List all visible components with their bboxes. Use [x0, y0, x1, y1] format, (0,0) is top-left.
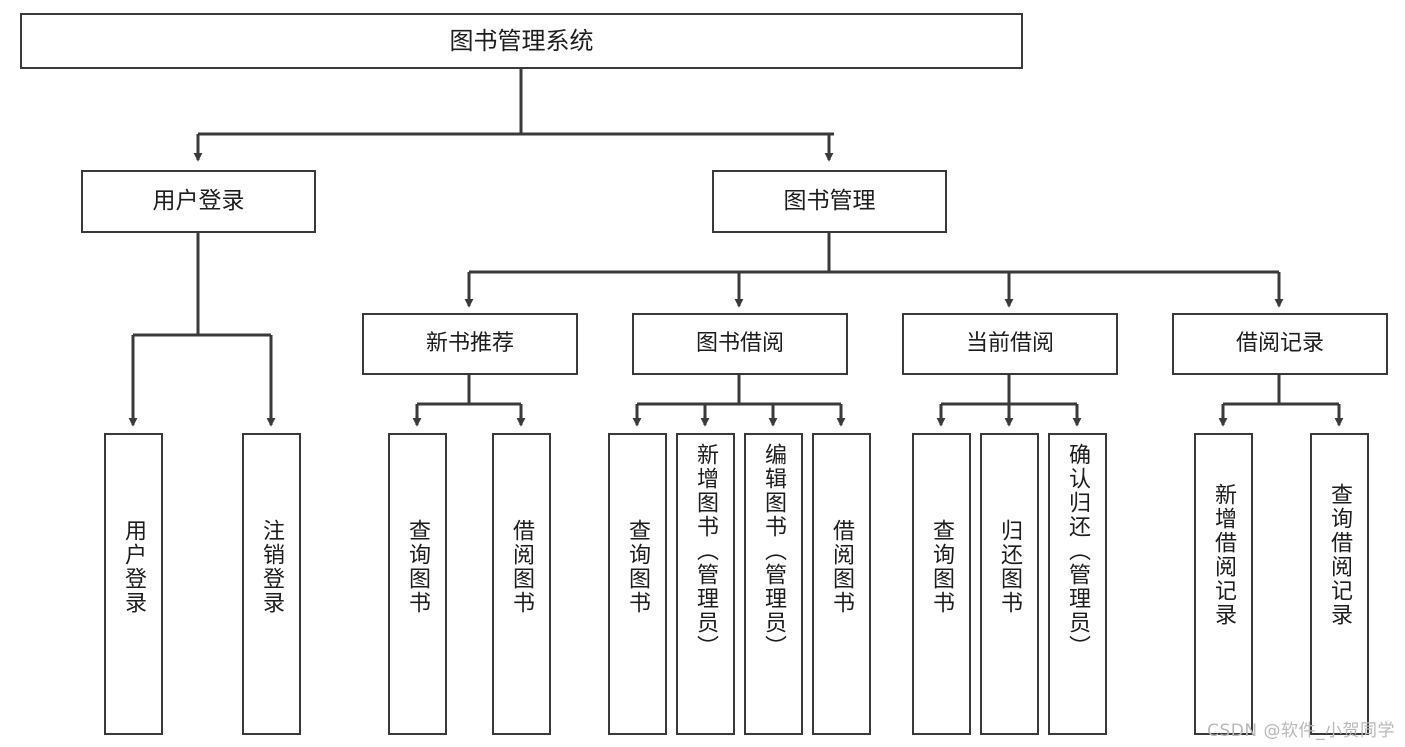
node-leaf-add-book-admin[interactable]: 新增图书（管理员）: [676, 433, 735, 735]
node-leaf-confirm-return-admin[interactable]: 确认归还（管理员）: [1048, 433, 1107, 735]
node-leaf-return-book-label: 归还图书: [997, 519, 1023, 615]
node-leaf-logout-login-label: 注销登录: [259, 519, 285, 615]
node-leaf-add-borrow-record[interactable]: 新增借阅记录: [1194, 433, 1253, 735]
node-leaf-query-book-borrow[interactable]: 查询图书: [608, 433, 667, 735]
node-current-borrow-label: 当前借阅: [965, 330, 1054, 356]
node-current-borrow[interactable]: 当前借阅: [902, 313, 1118, 375]
node-new-book-recommend[interactable]: 新书推荐: [362, 313, 578, 375]
node-book-management[interactable]: 图书管理: [712, 170, 947, 233]
node-root-label: 图书管理系统: [449, 26, 594, 55]
node-leaf-query-book-current-label: 查询图书: [929, 519, 955, 615]
csdn-watermark: CSDN @软件_小贺同学: [1207, 721, 1395, 741]
node-leaf-query-book-recommend[interactable]: 查询图书: [388, 433, 447, 735]
node-leaf-borrow-book[interactable]: 借阅图书: [812, 433, 871, 735]
node-leaf-add-book-admin-label: 新增图书（管理员）: [693, 443, 719, 659]
node-leaf-edit-book-admin[interactable]: 编辑图书（管理员）: [744, 433, 803, 735]
node-user-login[interactable]: 用户登录: [81, 170, 316, 233]
node-book-borrow-label: 图书借阅: [695, 330, 784, 356]
node-leaf-borrow-book-label: 借阅图书: [829, 519, 855, 615]
node-book-management-label: 图书管理: [783, 187, 876, 214]
node-leaf-query-borrow-record-label: 查询借阅记录: [1327, 483, 1353, 627]
node-leaf-add-borrow-record-label: 新增借阅记录: [1211, 483, 1237, 627]
node-borrow-record-label: 借阅记录: [1235, 330, 1324, 356]
node-user-login-label: 用户登录: [152, 187, 245, 214]
node-leaf-edit-book-admin-label: 编辑图书（管理员）: [761, 443, 787, 659]
node-leaf-query-borrow-record[interactable]: 查询借阅记录: [1310, 433, 1369, 735]
node-leaf-query-book-borrow-label: 查询图书: [625, 519, 651, 615]
node-leaf-query-book-recommend-label: 查询图书: [405, 519, 431, 615]
node-new-book-recommend-label: 新书推荐: [425, 330, 514, 356]
node-leaf-borrow-book-recommend[interactable]: 借阅图书: [492, 433, 551, 735]
node-leaf-query-book-current[interactable]: 查询图书: [912, 433, 971, 735]
node-leaf-user-login[interactable]: 用户登录: [104, 433, 163, 735]
node-leaf-borrow-book-recommend-label: 借阅图书: [509, 519, 535, 615]
node-book-borrow[interactable]: 图书借阅: [632, 313, 848, 375]
node-root-book-management-system[interactable]: 图书管理系统: [20, 13, 1023, 69]
node-leaf-logout-login[interactable]: 注销登录: [242, 433, 301, 735]
node-leaf-confirm-return-admin-label: 确认归还（管理员）: [1065, 443, 1091, 659]
node-borrow-record[interactable]: 借阅记录: [1172, 313, 1388, 375]
node-leaf-return-book[interactable]: 归还图书: [980, 433, 1039, 735]
node-leaf-user-login-label: 用户登录: [121, 519, 147, 615]
